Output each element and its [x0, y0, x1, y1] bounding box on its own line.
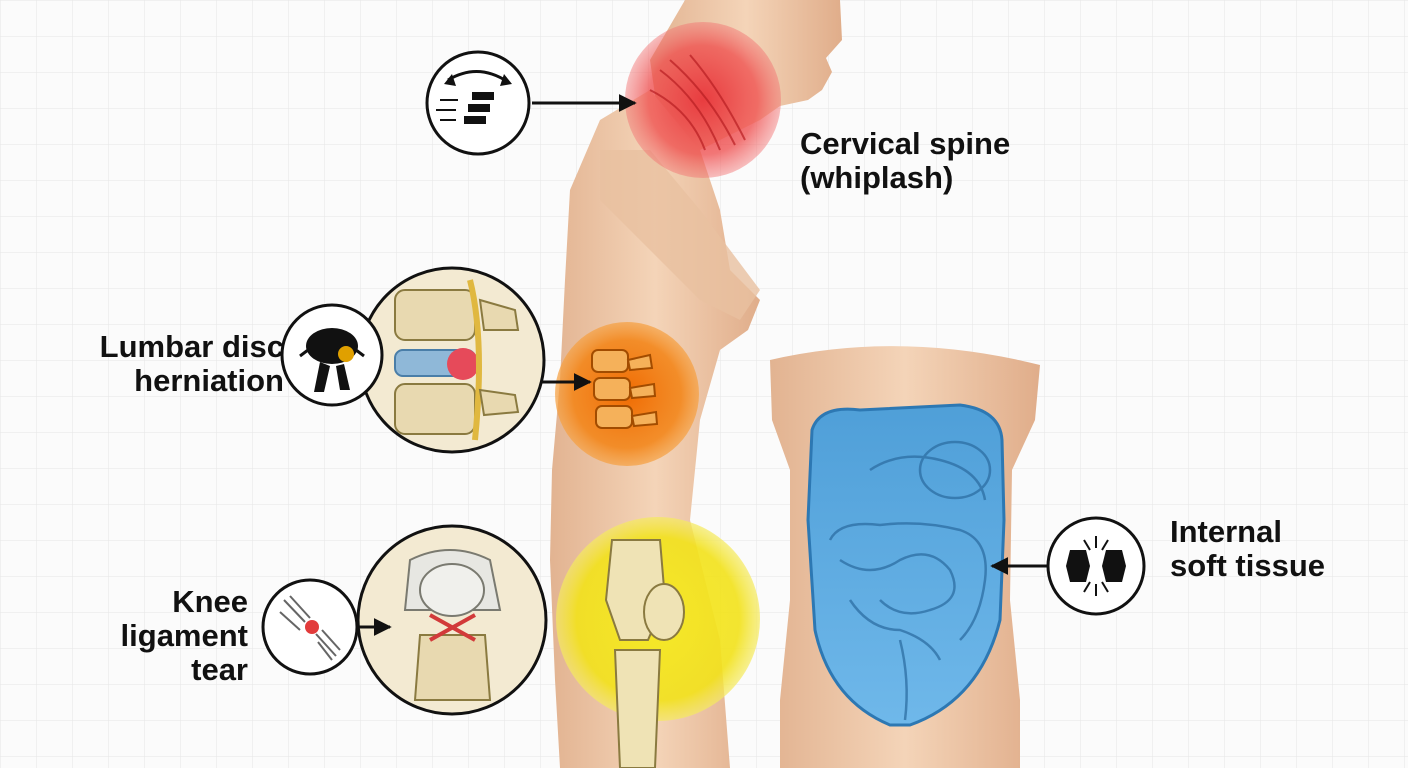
whiplash-icon [425, 50, 531, 156]
label-cervical-spine: Cervical spine (whiplash) [800, 127, 1010, 195]
label-lumbar-line-1: Lumbar disc [99, 329, 284, 364]
label-lumbar-disc: Lumbar disc herniation [60, 330, 284, 398]
cervical-highlight [625, 22, 781, 178]
disc-herniation-icon [280, 303, 384, 407]
label-cervical-line-2: (whiplash) [800, 160, 954, 195]
lumbar-vertebrae-overlay [591, 349, 659, 429]
neck-muscles [649, 54, 746, 151]
front-torso-figure [770, 346, 1040, 768]
label-cervical-line-1: Cervical spine [800, 126, 1011, 161]
lumbar-inset [358, 266, 546, 454]
label-knee-line-2: ligament [120, 618, 248, 653]
label-internal-soft-tissue: Internal soft tissue [1170, 515, 1325, 583]
abdomen-highlight [806, 403, 1006, 727]
ligament-tear-icon [261, 578, 359, 676]
label-lumbar-line-2: herniation [134, 363, 284, 398]
knee-bones-overlay [604, 539, 685, 768]
label-knee-ligament: Knee ligament tear [80, 585, 248, 687]
label-internal-line-2: soft tissue [1170, 548, 1326, 583]
label-internal-line-1: Internal [1170, 514, 1282, 549]
label-knee-line-3: tear [191, 652, 248, 687]
intestines-outline [828, 440, 992, 721]
knee-inset [356, 524, 548, 716]
soft-tissue-impact-icon [1046, 516, 1146, 616]
label-knee-line-1: Knee [172, 584, 248, 619]
